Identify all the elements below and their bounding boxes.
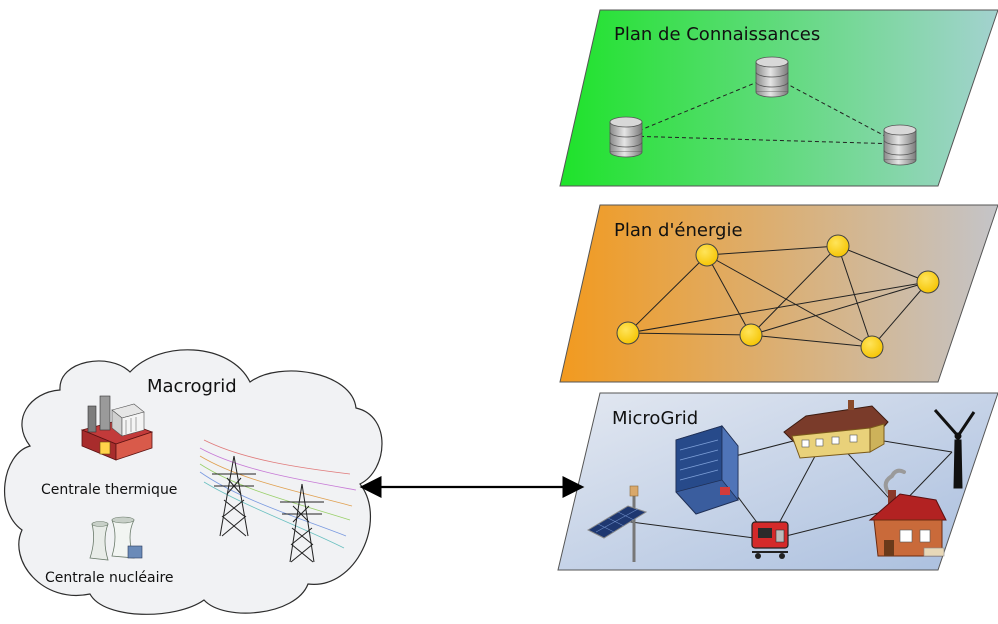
database-icon: [609, 116, 643, 158]
knowledge-layer: Plan de Connaissances: [559, 9, 998, 187]
macrogrid-title: Macrogrid: [147, 376, 237, 397]
generator-icon: [751, 521, 789, 559]
energy-layer: Plan d'énergie: [559, 204, 998, 383]
house-with-chimney-icon: [868, 468, 947, 557]
knowledge-edge: [771, 75, 901, 145]
knowledge-edges: [625, 75, 901, 145]
energy-node: [860, 335, 884, 359]
wind-turbine-icon: [933, 409, 976, 489]
energy-plane: [559, 204, 998, 383]
energy-nodes: [616, 234, 940, 359]
knowledge-layer-title: Plan de Connaissances: [614, 24, 820, 45]
nuclear-plant-icon: [89, 516, 143, 561]
knowledge-edge: [625, 75, 773, 137]
thermal-plant-icon: [80, 395, 154, 461]
energy-node: [916, 270, 940, 294]
database-icon: [755, 56, 789, 98]
solar-panel-icon: [586, 485, 648, 562]
microgrid-layer-title: MicroGrid: [612, 408, 698, 429]
energy-node: [695, 243, 719, 267]
energy-layer-title: Plan d'énergie: [614, 220, 743, 241]
power-pylon-icon: [212, 455, 256, 537]
knowledge-edge: [625, 135, 901, 145]
power-pylon-icon: [280, 483, 324, 563]
database-icon: [883, 124, 917, 166]
microgrid-layer: MicroGrid: [557, 392, 998, 571]
house-icon: [783, 400, 889, 459]
energy-node: [739, 323, 763, 347]
power-lines: [199, 439, 357, 549]
thermal-plant-label: Centrale thermique: [41, 482, 177, 498]
energy-edges: [627, 245, 929, 348]
macrogrid-cloud: Macrogrid Centrale thermique: [4, 349, 383, 615]
nuclear-plant-label: Centrale nucléaire: [45, 570, 174, 586]
office-building-icon: [675, 424, 739, 515]
energy-node: [616, 321, 640, 345]
energy-node: [826, 234, 850, 258]
